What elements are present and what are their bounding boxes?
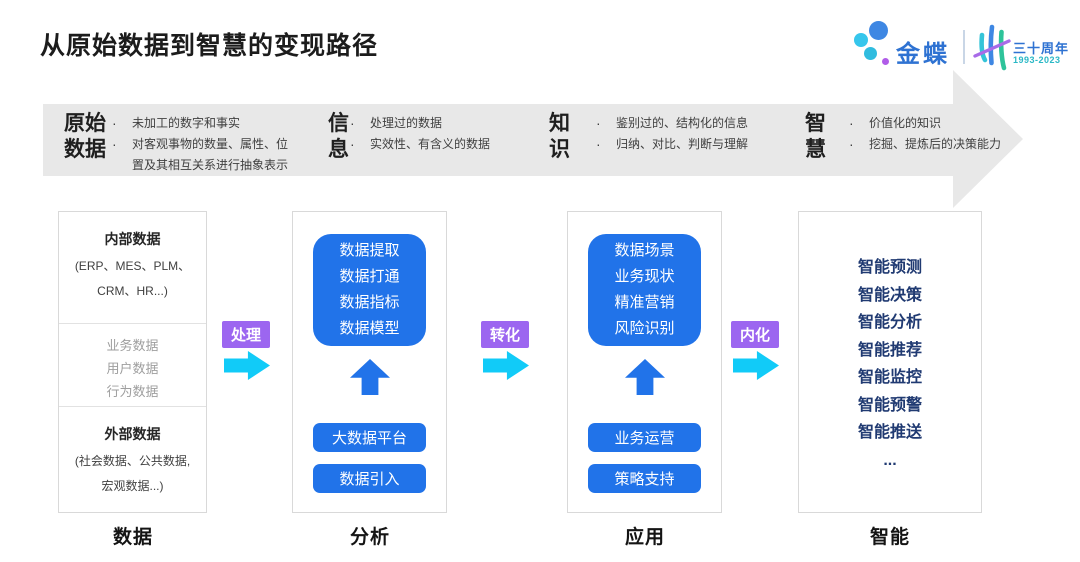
bullet-dot-icon: · (350, 115, 355, 131)
bullet-item: · 实效性、有含义的数据 (350, 134, 490, 155)
connector-process-badge: 处理 (222, 321, 270, 348)
page-title: 从原始数据到智慧的变现路径 (40, 32, 379, 60)
bullet-dot-icon: · (112, 136, 117, 152)
bullet-item: · 价值化的知识 (849, 113, 1001, 134)
bullet-item: · 对客观事物的数量、属性、位置及其相互关系进行抽象表示 (112, 136, 289, 172)
stage-bullets-information: · 处理过的数据 · 实效性、有含义的数据 (350, 113, 490, 155)
bullet-dot-icon: · (112, 115, 117, 131)
column-intelligence-box: 智能预测 智能决策 智能分析 智能推荐 智能监控 智能预警 智能推送 ... (798, 211, 982, 513)
column-application-box: 数据场景 业务现状 精准营销 风险识别 业务运营 策略支持 (567, 211, 722, 513)
bullet-dot-icon: · (596, 136, 601, 152)
logo-dot-blue-icon (869, 21, 888, 40)
brand-name: 金蝶 (896, 41, 950, 68)
up-arrow-icon (625, 359, 665, 395)
bullet-item: · 归纳、对比、判断与理解 (596, 134, 748, 155)
list-item: 智能推荐 (857, 341, 922, 359)
footer-label-application: 应用 (624, 527, 665, 548)
stage-bullets-knowledge: · 鉴别过的、结构化的信息 · 归纳、对比、判断与理解 (596, 113, 748, 155)
strategy-support-button: 策略支持 (588, 464, 701, 493)
external-data-systems: (社会数据、公共数据, 宏观数据...) (74, 454, 191, 493)
column-data-box: 内部数据 (ERP、MES、PLM、 CRM、HR...) 业务数据 用户数据 … (58, 211, 207, 513)
external-data-title: 外部数据 (104, 426, 161, 442)
analysis-panel: 数据提取 数据打通 数据指标 数据模型 (313, 234, 426, 346)
stage-bullets-raw-data: · 未加工的数字和事实 · 对客观事物的数量、属性、位置及其相互关系进行抽象表示 (112, 113, 294, 176)
bullet-dot-icon: · (596, 115, 601, 131)
big-data-platform-button: 大数据平台 (313, 423, 426, 452)
divider (59, 406, 206, 407)
bullet-item: · 处理过的数据 (350, 113, 490, 134)
bullet-dot-icon: · (849, 115, 854, 131)
bullet-item: · 鉴别过的、结构化的信息 (596, 113, 748, 134)
right-arrow-icon (483, 351, 529, 380)
logo-dot-cyan-icon (854, 33, 868, 47)
bullet-dot-icon: · (350, 136, 355, 152)
right-arrow-icon (733, 351, 779, 380)
footer-label-intelligence: 智能 (869, 527, 910, 548)
data-import-button: 数据引入 (313, 464, 426, 493)
internal-data-title: 内部数据 (104, 231, 161, 247)
business-operation-button: 业务运营 (588, 423, 701, 452)
list-item: 智能决策 (857, 286, 922, 304)
anniversary-label: 三十周年 (1013, 41, 1070, 56)
stage-label-knowledge: 知 识 (549, 112, 570, 161)
column-analysis-box: 数据提取 数据打通 数据指标 数据模型 大数据平台 数据引入 (292, 211, 447, 513)
stage-label-information: 信 息 (328, 112, 349, 161)
connector-transform-badge: 转化 (481, 321, 529, 348)
stage-label-raw-data: 原始 数据 (64, 112, 106, 161)
bullet-item: · 未加工的数字和事实 (112, 113, 294, 134)
bullet-dot-icon: · (849, 136, 854, 152)
list-item: 智能预警 (857, 396, 922, 414)
stage-label-wisdom: 智 慧 (805, 112, 826, 161)
list-item: 智能分析 (857, 314, 922, 331)
footer-label-data: 数据 (112, 527, 153, 548)
thirty-anniversary-mark-icon (973, 24, 1011, 71)
kingdee-logo: 金蝶 三十周年 1993-2023 (845, 14, 1070, 76)
banner-arrow-head-icon (953, 70, 1023, 208)
bullet-item: · 挖掘、提炼后的决策能力 (849, 134, 1001, 155)
up-arrow-icon (350, 359, 390, 395)
anniversary-years: 1993-2023 (1013, 55, 1061, 65)
connector-internalize-badge: 内化 (731, 321, 779, 348)
list-item-ellipsis: ... (883, 451, 897, 469)
application-panel: 数据场景 业务现状 精准营销 风险识别 (588, 234, 701, 346)
logo-dot-teal-icon (864, 47, 877, 60)
data-types-list: 业务数据 用户数据 行为数据 (106, 338, 159, 399)
stage-bullets-wisdom: · 价值化的知识 · 挖掘、提炼后的决策能力 (849, 113, 1001, 155)
logo-dot-purple-icon (882, 58, 889, 65)
list-item: 智能推送 (857, 424, 922, 441)
right-arrow-icon (224, 351, 270, 380)
list-item: 智能监控 (857, 369, 922, 386)
banner-arrow-body (43, 104, 953, 176)
footer-label-analysis: 分析 (349, 527, 390, 548)
divider (59, 323, 206, 324)
logo-separator (963, 30, 965, 64)
smart-capability-list: 智能预测 智能决策 智能分析 智能推荐 智能监控 智能预警 智能推送 ... (799, 254, 981, 474)
internal-data-systems: (ERP、MES、PLM、 CRM、HR...) (74, 259, 191, 298)
list-item: 智能预测 (857, 259, 922, 276)
